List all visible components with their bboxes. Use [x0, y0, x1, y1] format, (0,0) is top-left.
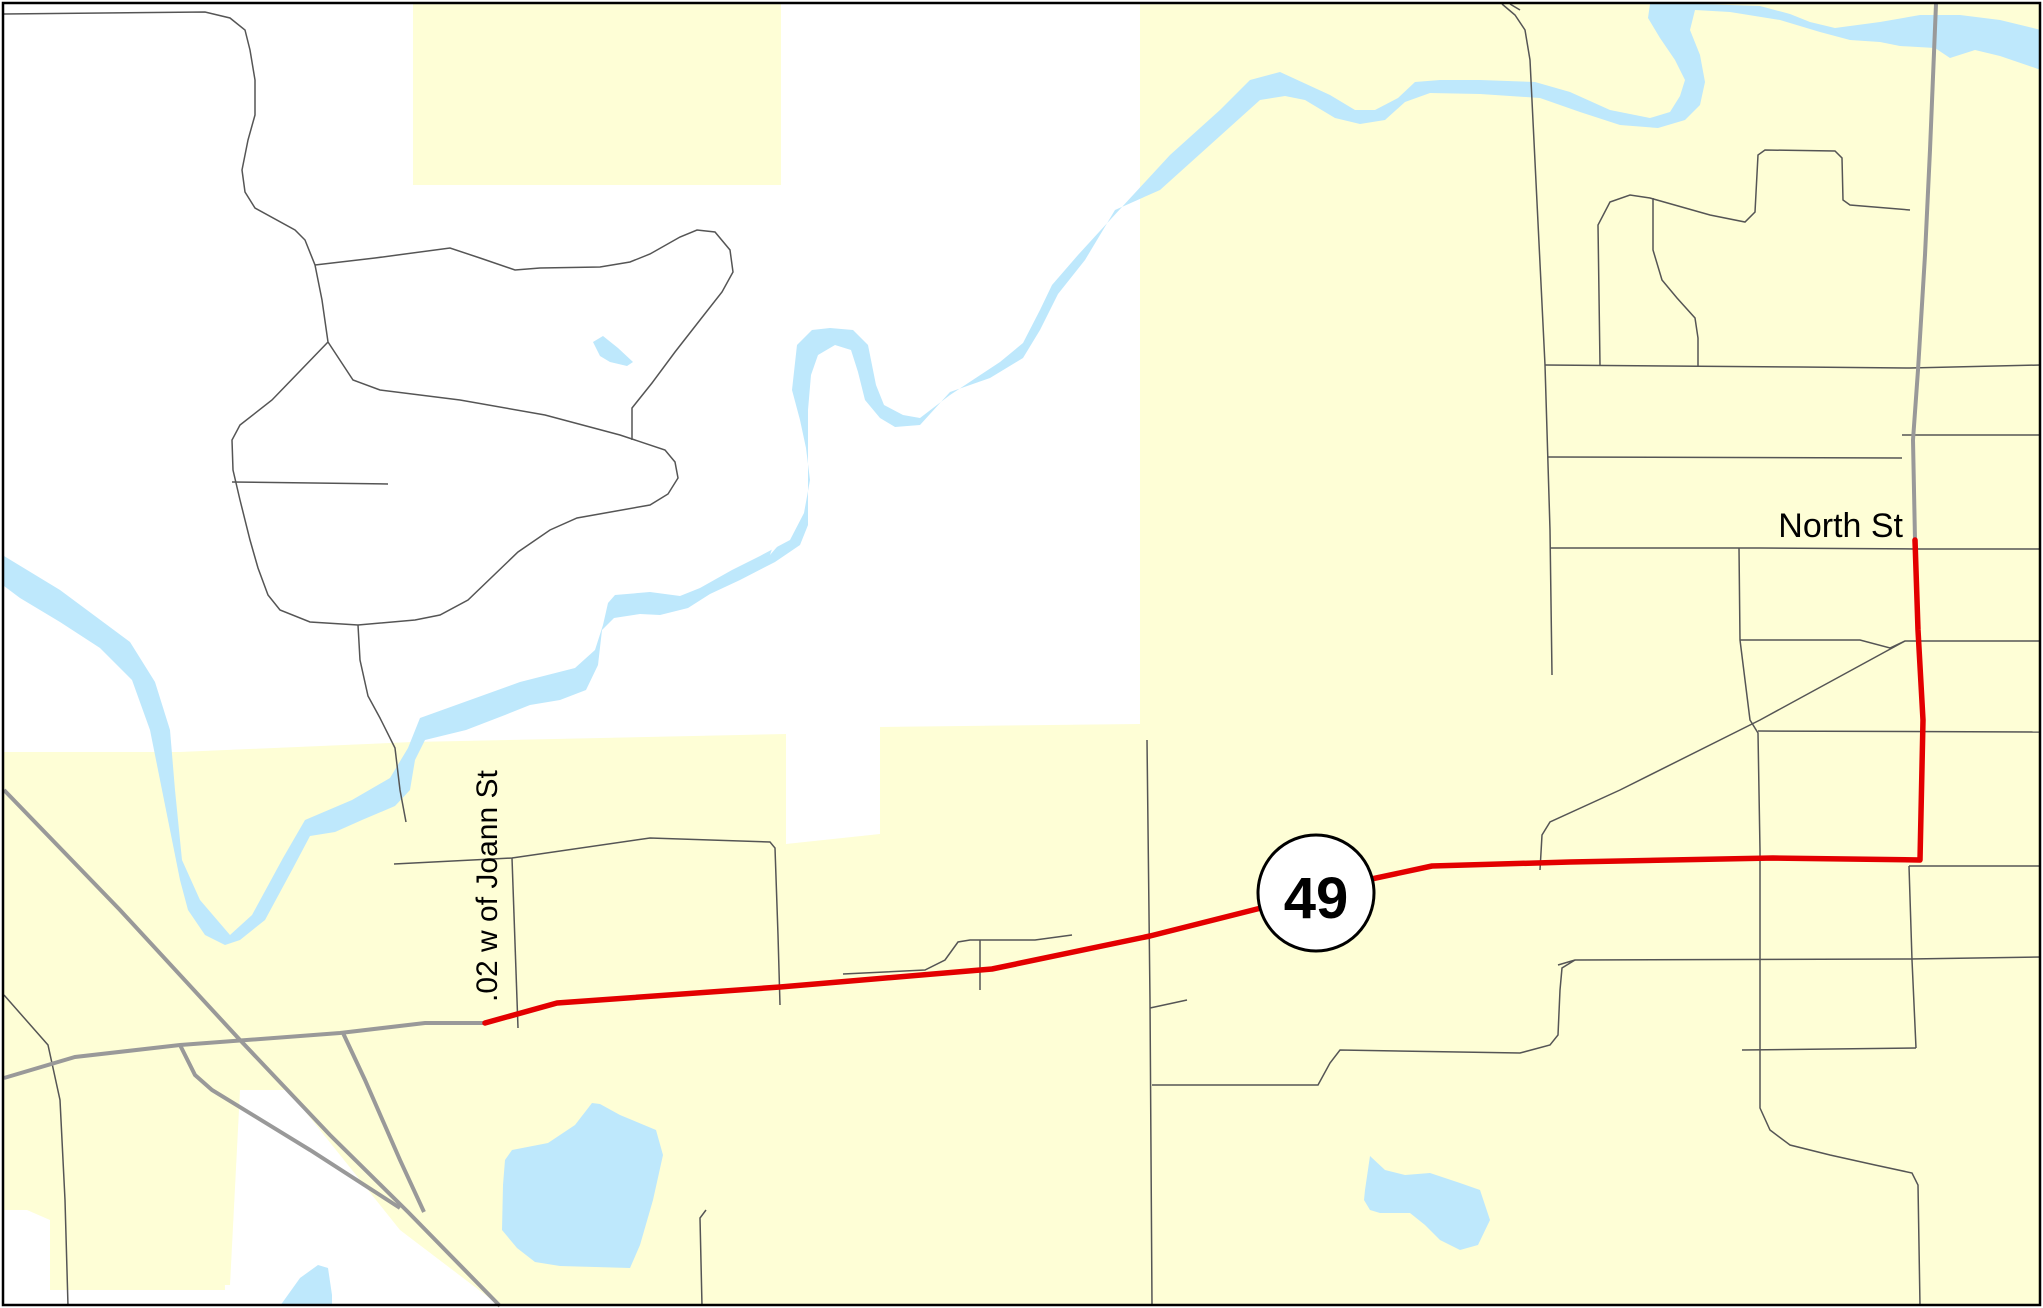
label-joann-st: .02 w of Joann St — [471, 770, 504, 1002]
highways — [2, 3, 1938, 1308]
route-49-line[interactable] — [482, 537, 1926, 1026]
lake — [1364, 1156, 1490, 1250]
local-road — [1597, 149, 1911, 366]
local-road — [1152, 959, 1576, 1086]
local-road — [1547, 456, 1903, 459]
local-road — [1539, 640, 1906, 871]
local-roads — [3, 3, 2042, 1307]
local-road — [314, 229, 734, 440]
local-road — [1557, 956, 2042, 966]
highway — [3, 1021, 485, 1080]
local-road — [1740, 639, 2041, 649]
route-shield-circle — [1256, 833, 1376, 953]
pond — [593, 336, 633, 366]
local-road — [1738, 547, 1921, 1307]
lake — [280, 1265, 332, 1306]
local-road — [1741, 1047, 1917, 1051]
river — [4, 4, 2041, 945]
local-road — [3, 994, 69, 1307]
local-road — [1149, 999, 1188, 1009]
local-road — [699, 1209, 707, 1307]
river-island — [770, 500, 793, 555]
local-road — [1908, 865, 1917, 1049]
local-road — [511, 857, 519, 1029]
lake — [502, 1103, 663, 1268]
route-shield-49[interactable]: 49 — [1256, 833, 1376, 953]
local-road — [1550, 547, 2041, 550]
highway — [2, 788, 502, 1308]
highway — [178, 1044, 402, 1210]
label-north-st: North St — [1778, 507, 1903, 545]
local-road — [231, 481, 389, 485]
water-bodies — [4, 4, 2041, 1306]
highway — [1910, 3, 1938, 541]
local-road — [1544, 364, 2042, 369]
land-area — [4, 1000, 300, 1285]
local-road — [1757, 730, 2042, 733]
land-area — [413, 4, 781, 185]
highway — [341, 1032, 426, 1213]
land-area — [1140, 4, 2040, 1306]
local-road — [357, 624, 407, 823]
local-road — [842, 934, 1073, 975]
local-road — [1509, 3, 1521, 11]
local-road — [1652, 198, 1699, 366]
local-road — [1146, 739, 1153, 1307]
route-shield-number: 49 — [1284, 866, 1349, 931]
local-road — [1501, 3, 1553, 676]
local-road — [3, 11, 679, 626]
